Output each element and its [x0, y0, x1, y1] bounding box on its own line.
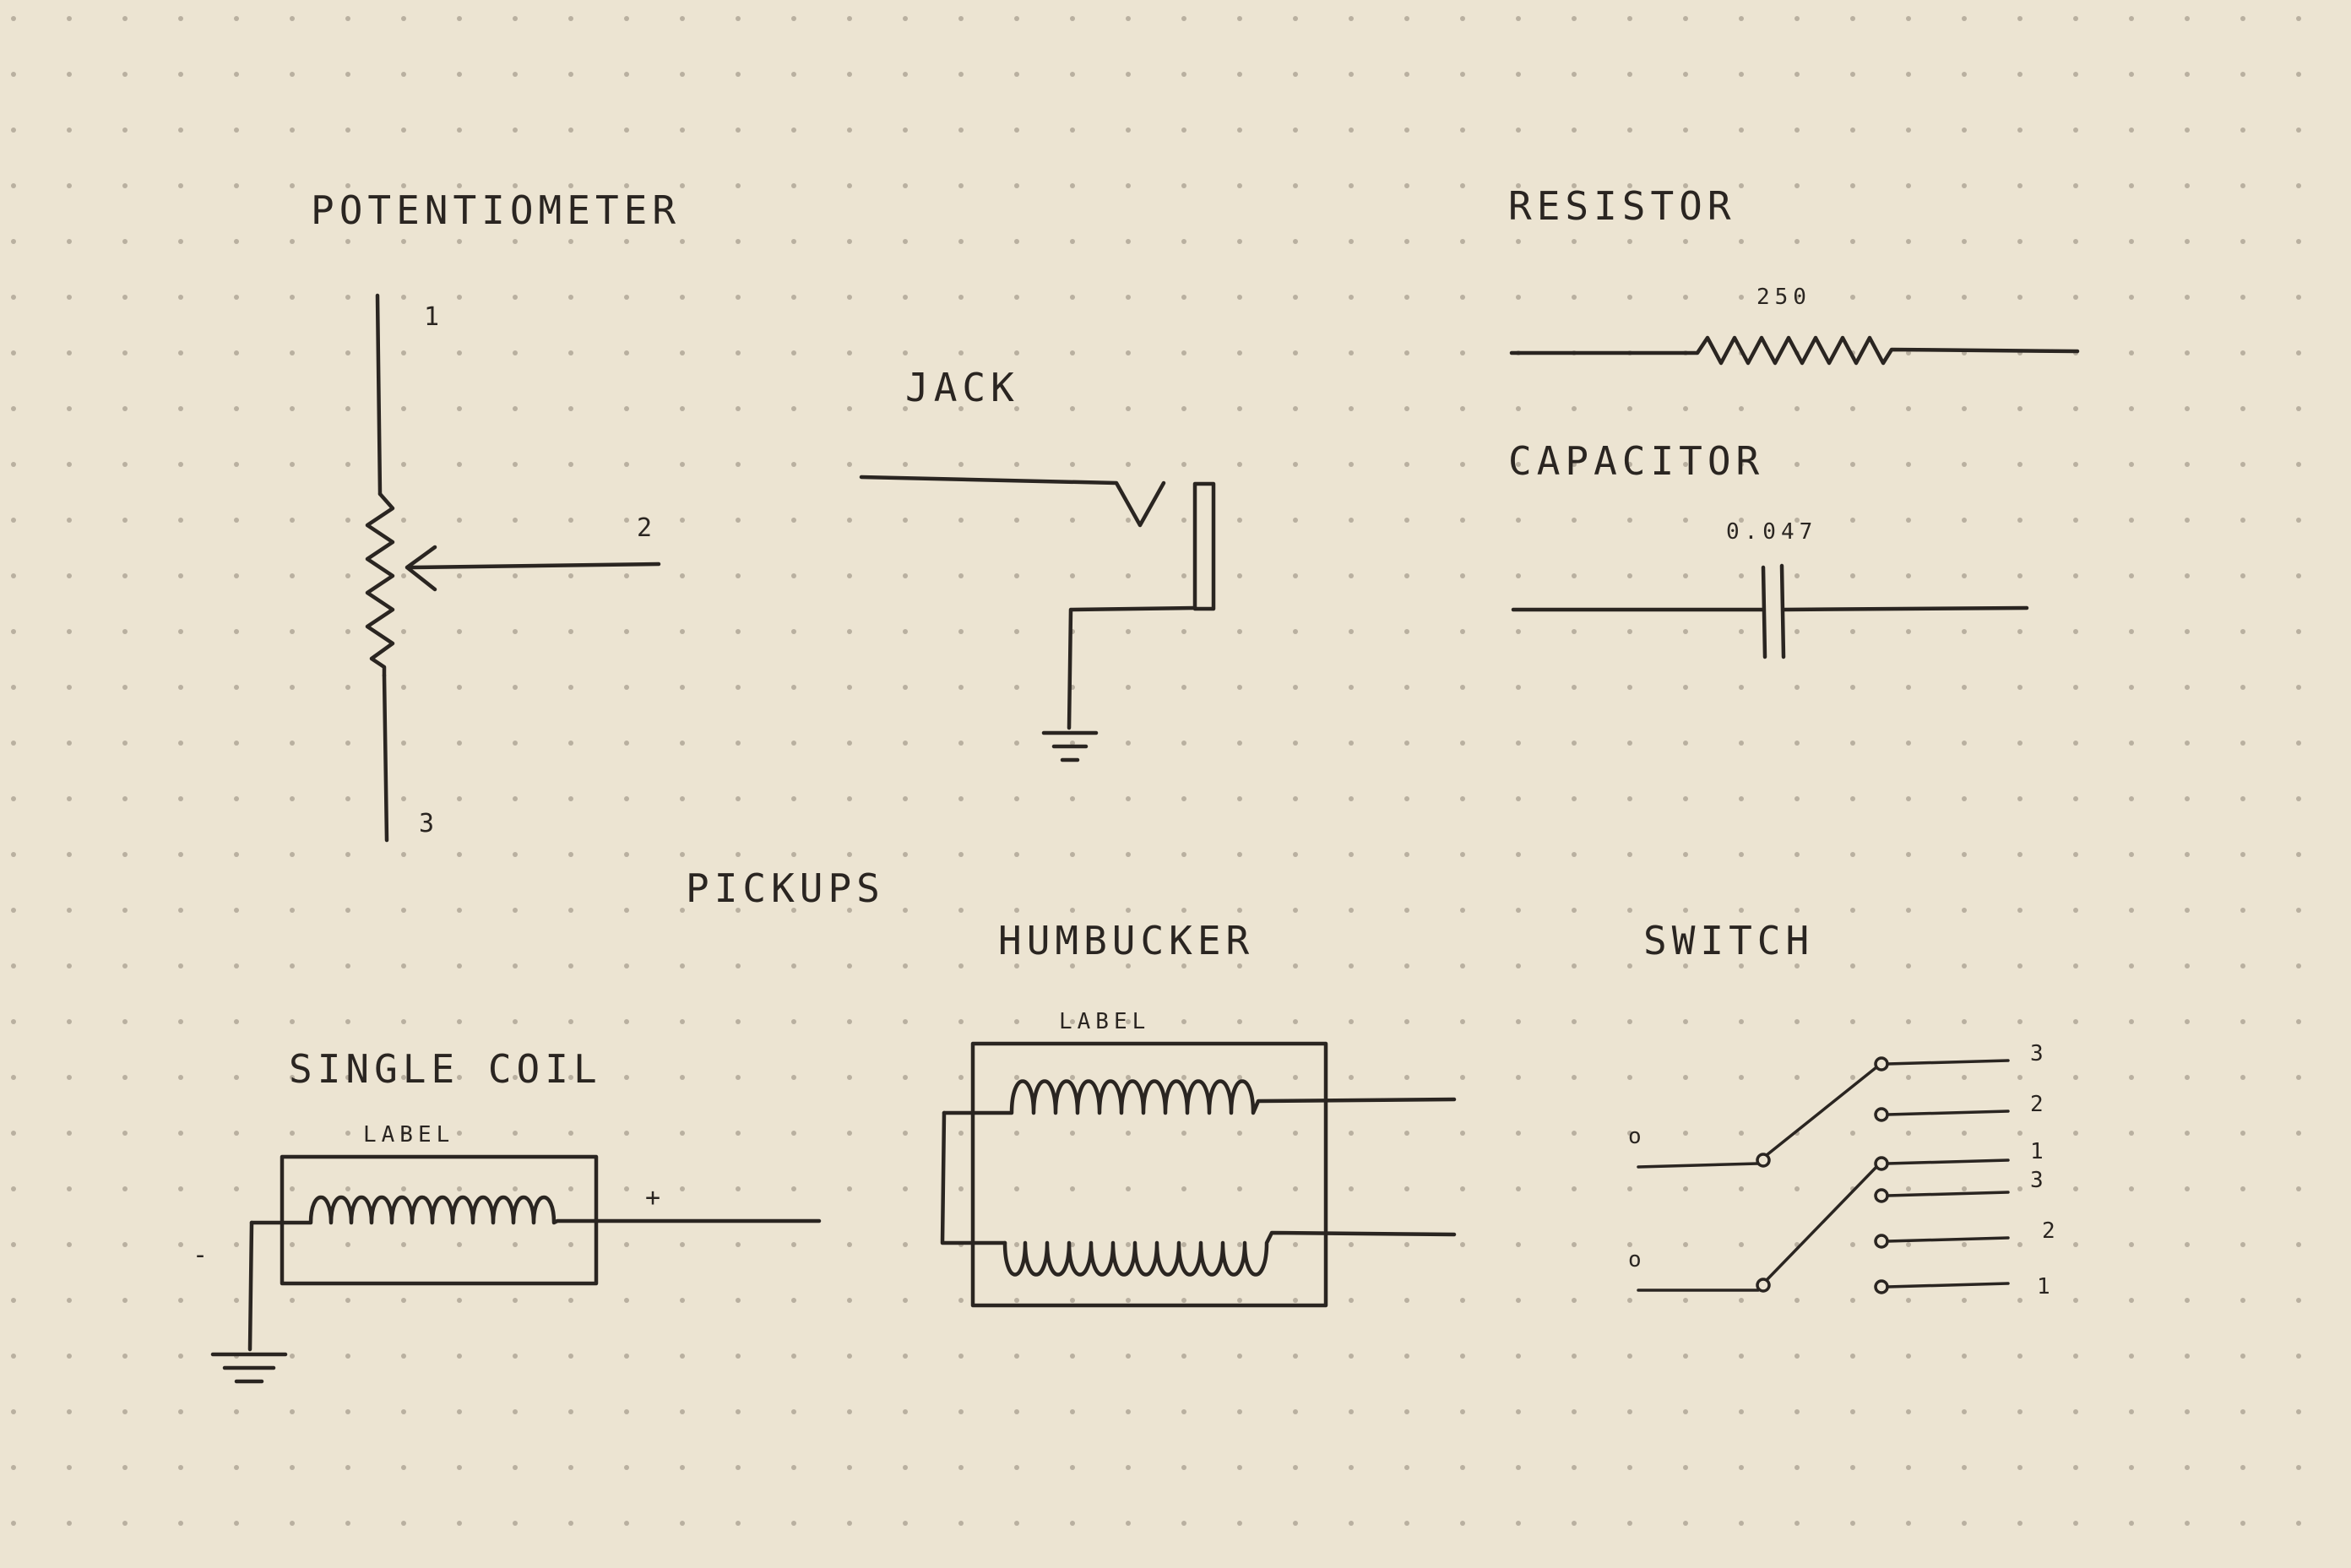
switch-bottom-pos-3: 3 — [2030, 1168, 2049, 1193]
single-coil-symbol: SINGLE COIL LABEL + - — [193, 1046, 822, 1384]
switch-contact-lead — [1886, 1191, 2010, 1197]
resistor-zigzag — [1509, 335, 2080, 366]
humbucker-symbol: HUMBUCKER LABEL — [940, 918, 1457, 1308]
pot-wiper-line — [410, 562, 661, 570]
single-coil-minus: - — [193, 1240, 213, 1270]
jack-ground-icon — [1041, 730, 1099, 762]
switch-contact-lead — [1886, 1282, 2010, 1289]
single-coil-label: LABEL — [363, 1122, 454, 1148]
jack-title: JACK — [905, 365, 1019, 410]
switch-contact-lead — [1886, 1110, 2010, 1116]
pot-pin-3: 3 — [419, 809, 439, 838]
capacitor-value: 0.047 — [1726, 519, 1817, 545]
single-coil-ground-lead — [247, 1220, 254, 1352]
switch-top-pos-1: 1 — [2030, 1139, 2049, 1164]
switch-lever-top — [1765, 1066, 1878, 1157]
switch-title: SWITCH — [1643, 918, 1814, 963]
switch-contact-lead — [1886, 1236, 2010, 1243]
switch-contact-lead — [1886, 1059, 2010, 1066]
capacitor-symbol: CAPACITOR 0.047 — [1508, 438, 2029, 659]
humbucker-series-link — [940, 1110, 1007, 1245]
switch-top-pos-2: 2 — [2030, 1092, 2049, 1117]
single-coil-plus: + — [645, 1183, 665, 1213]
single-coil-title: SINGLE COIL — [289, 1046, 602, 1092]
humbucker-label: LABEL — [1059, 1009, 1150, 1034]
switch-top-pos-3: 3 — [2030, 1041, 2049, 1066]
switch-bottom-pos-2: 2 — [2042, 1218, 2061, 1244]
jack-sleeve-bar — [1192, 481, 1216, 611]
humbucker-title: HUMBUCKER — [998, 918, 1254, 963]
switch-top-contacts — [1874, 1056, 2010, 1171]
jack-ground-lead — [1067, 605, 1197, 730]
single-coil-winding — [249, 1195, 822, 1225]
humbucker-bottom-coil — [1002, 1230, 1457, 1277]
humbucker-top-coil — [942, 1079, 1457, 1115]
jack-tip-contact — [859, 475, 1166, 528]
switch-common-top-label: o — [1628, 1124, 1647, 1149]
potentiometer-title: POTENTIOMETER — [311, 187, 681, 233]
pot-lead-bottom — [382, 673, 389, 843]
pot-pin-1: 1 — [424, 302, 444, 332]
potentiometer-symbol: POTENTIOMETER 1 2 3 — [311, 187, 681, 843]
switch-bottom-contacts — [1874, 1188, 2010, 1294]
jack-symbol: JACK — [859, 365, 1216, 762]
switch-pivot-bottom — [1756, 1278, 1771, 1293]
humbucker-box — [970, 1041, 1328, 1308]
resistor-title: RESISTOR — [1508, 183, 1736, 229]
switch-common-top-lead — [1637, 1162, 1760, 1169]
single-coil-ground-icon — [210, 1352, 288, 1384]
capacitor-lead-right — [1781, 605, 2029, 612]
capacitor-title: CAPACITOR — [1508, 438, 1764, 484]
pot-resistive-element — [365, 491, 395, 678]
pickups-title: PICKUPS — [686, 865, 885, 911]
resistor-value: 250 — [1756, 285, 1811, 310]
switch-symbol: SWITCH o o 3 2 1 3 2 1 — [1628, 918, 2061, 1299]
resistor-symbol: RESISTOR 250 — [1508, 183, 2080, 366]
pot-lead-top — [375, 293, 383, 496]
switch-contact-lead — [1886, 1158, 2010, 1165]
switch-bottom-pos-1: 1 — [2037, 1274, 2055, 1299]
switch-lever-bottom — [1765, 1165, 1878, 1282]
switch-pivot-top — [1756, 1153, 1771, 1168]
pot-wiper-arrow — [405, 545, 437, 592]
pot-pin-2: 2 — [637, 513, 657, 543]
switch-common-bottom-label: o — [1628, 1247, 1647, 1272]
